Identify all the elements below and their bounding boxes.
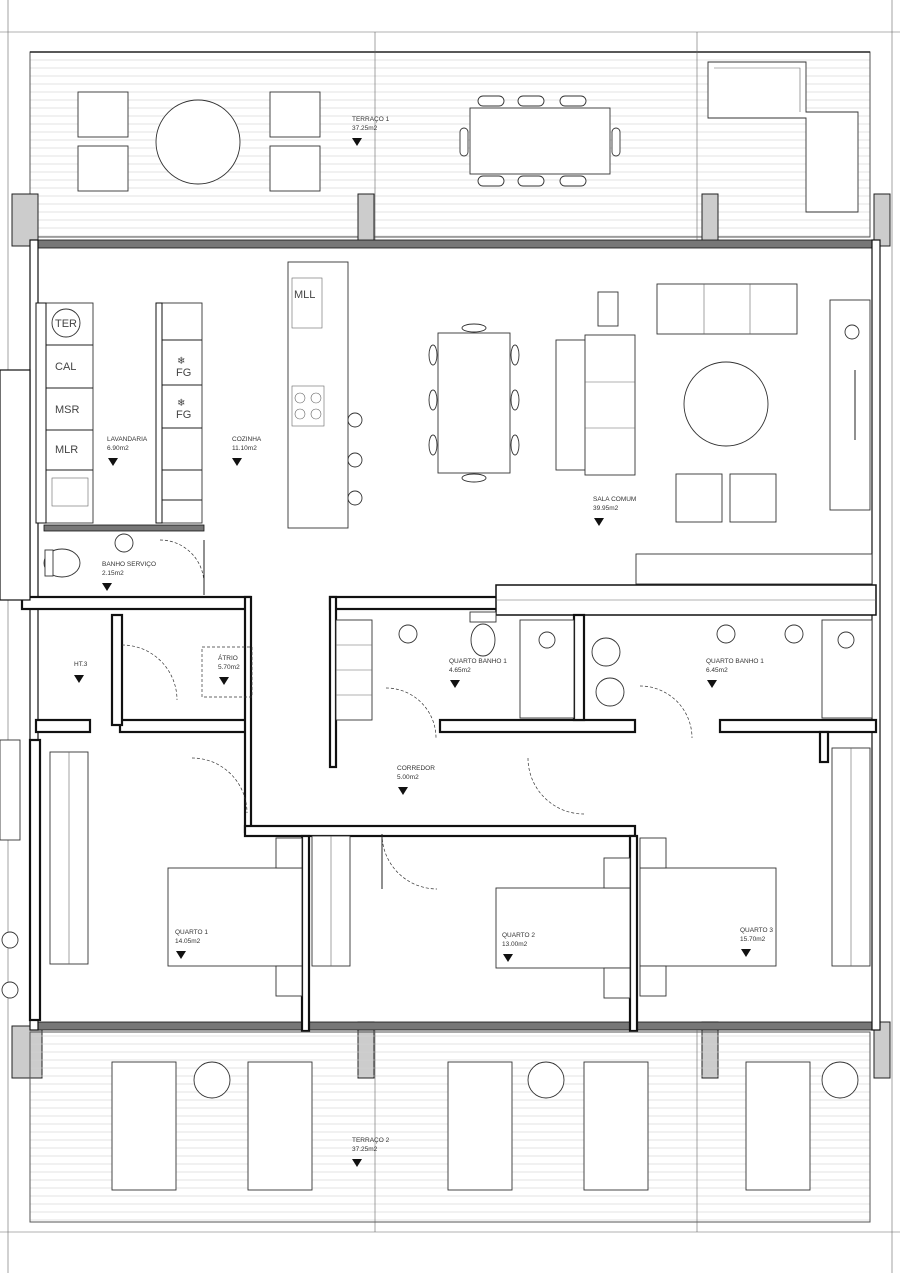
- kitchen-cabinets: [155, 302, 203, 524]
- svg-text:COZINHA: COZINHA: [232, 436, 262, 443]
- terrace-1: [29, 32, 871, 240]
- label-quarto2: QUARTO 2 13.00m2: [502, 932, 535, 962]
- svg-text:BANHO SERVIÇO: BANHO SERVIÇO: [102, 561, 156, 568]
- svg-text:QUARTO 3: QUARTO 3: [740, 927, 773, 934]
- svg-text:ÁTRIO: ÁTRIO: [218, 653, 238, 662]
- label-quarto-banho-1b: QUARTO BANHO 1 6.45m2: [706, 658, 764, 688]
- svg-text:4.65m2: 4.65m2: [449, 667, 471, 674]
- msr-label: MSR: [55, 404, 80, 416]
- fridge-label-2: FG: [176, 409, 191, 421]
- dining-table: [428, 323, 520, 483]
- label-sala-comum: SALA COMUM 39.95m2: [593, 496, 636, 526]
- bedroom-2: [311, 835, 631, 999]
- svg-text:5.00m2: 5.00m2: [397, 774, 419, 781]
- svg-text:QUARTO BANHO 1: QUARTO BANHO 1: [706, 658, 764, 665]
- bedroom-3: [639, 747, 871, 997]
- terrace-2: [29, 1030, 871, 1232]
- svg-text:LAVANDARIA: LAVANDARIA: [107, 436, 148, 443]
- svg-text:15.70m2: 15.70m2: [740, 936, 766, 943]
- label-quarto3: QUARTO 3 15.70m2: [740, 927, 773, 957]
- svg-text:14.05m2: 14.05m2: [175, 938, 201, 945]
- terrace-2-label: TERRAÇO 2 37.25m2: [352, 1137, 390, 1167]
- living-room-furniture: [555, 283, 873, 585]
- snowflake-icon: ❄: [177, 356, 185, 367]
- outer-walls: [29, 239, 881, 1031]
- svg-text:37.25m2: 37.25m2: [352, 125, 378, 132]
- svg-text:2.15m2: 2.15m2: [102, 570, 124, 577]
- label-cozinha: COZINHA 11.10m2: [232, 436, 262, 466]
- interior-walls: [20, 584, 878, 1033]
- svg-text:TERRAÇO 1: TERRAÇO 1: [352, 116, 390, 123]
- fridge-label-1: FG: [176, 367, 191, 379]
- atrio-rug: [201, 646, 253, 698]
- svg-text:CORREDOR: CORREDOR: [397, 765, 435, 772]
- bathroom-1: [335, 611, 575, 739]
- label-banho-servico: BANHO SERVIÇO 2.15m2: [102, 561, 156, 591]
- service-bathroom: [43, 524, 205, 595]
- svg-text:11.10m2: 11.10m2: [232, 445, 257, 452]
- bedroom-1: [49, 751, 303, 997]
- svg-text:39.95m2: 39.95m2: [593, 505, 619, 512]
- svg-text:37.25m2: 37.25m2: [352, 1146, 378, 1153]
- label-ht3: HT.3: [74, 661, 88, 683]
- label-corredor: CORREDOR 5.00m2: [397, 765, 435, 795]
- svg-text:TERRAÇO 2: TERRAÇO 2: [352, 1137, 390, 1144]
- kitchen-island: [287, 261, 363, 529]
- left-utility: [0, 369, 31, 999]
- svg-text:13.00m2: 13.00m2: [502, 941, 528, 948]
- mll-label: MLL: [294, 289, 315, 301]
- entrance-door-swing: [121, 644, 178, 701]
- label-lavandaria: LAVANDARIA 6.90m2: [107, 436, 148, 466]
- laundry-area: [35, 302, 94, 524]
- ter-label: TER: [55, 318, 77, 330]
- terrace-1-label: TERRAÇO 1 37.25m2: [352, 116, 390, 146]
- svg-text:6.45m2: 6.45m2: [706, 667, 728, 674]
- svg-text:HT.3: HT.3: [74, 661, 88, 668]
- svg-text:6.90m2: 6.90m2: [107, 445, 129, 452]
- door-swings: [191, 757, 585, 890]
- terrace-chairs: [459, 95, 621, 187]
- svg-text:SALA COMUM: SALA COMUM: [593, 496, 636, 503]
- label-atrio: ÁTRIO 5.70m2: [218, 653, 240, 685]
- mlr-label: MLR: [55, 444, 78, 456]
- snowflake-icon: ❄: [177, 398, 185, 409]
- svg-text:QUARTO BANHO 1: QUARTO BANHO 1: [449, 658, 507, 665]
- label-quarto-banho-1a: QUARTO BANHO 1 4.65m2: [449, 658, 507, 688]
- label-quarto1: QUARTO 1 14.05m2: [175, 929, 208, 959]
- svg-text:5.70m2: 5.70m2: [218, 664, 240, 671]
- bathroom-2: [591, 619, 873, 739]
- cal-label: CAL: [55, 361, 76, 373]
- svg-text:QUARTO 2: QUARTO 2: [502, 932, 535, 939]
- svg-text:QUARTO 1: QUARTO 1: [175, 929, 208, 936]
